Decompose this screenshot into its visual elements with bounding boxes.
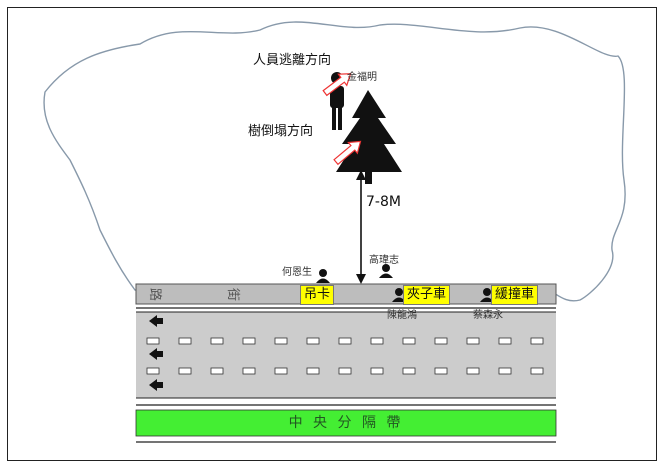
vehicle-buffer-label: 緩撞車	[491, 285, 539, 305]
lane-dash	[402, 337, 416, 345]
person-name-he: 何恩生	[282, 267, 312, 278]
person-icon-cai	[480, 288, 494, 302]
lane-dash	[466, 337, 480, 345]
person-icon-gao	[379, 264, 393, 278]
lane-dash	[146, 367, 160, 375]
road-surface	[136, 312, 556, 398]
vehicle-clamp-label: 夾子車	[403, 285, 451, 305]
lane-dash	[210, 367, 224, 375]
lane-arrow-2	[149, 348, 163, 360]
lane-arrow-1	[149, 315, 163, 327]
evacuation-arrow	[322, 73, 352, 97]
lane-dash	[402, 367, 416, 375]
lane-dash	[530, 337, 544, 345]
lane-dash	[306, 337, 320, 345]
person-name-chen: 陳龍鴻	[387, 310, 417, 321]
lane-dash	[498, 367, 512, 375]
lane-dash	[242, 337, 256, 345]
tree-fall-direction-label: 樹倒塌方向	[248, 124, 314, 139]
sidewalk-char-1: 路	[147, 287, 163, 302]
lane-dash	[178, 367, 192, 375]
sidewalk-char-2: 街	[225, 287, 241, 302]
lane-dash	[338, 367, 352, 375]
lane-dash	[274, 337, 288, 345]
lane-markings	[146, 337, 544, 375]
diagram-frame	[7, 7, 657, 461]
lane-arrow-3	[149, 379, 163, 391]
lane-dash	[306, 367, 320, 375]
lane-dash	[210, 337, 224, 345]
lane-dash	[242, 367, 256, 375]
sidewalk	[135, 283, 557, 305]
lane-dash	[434, 337, 448, 345]
person-name-cai: 蔡森永	[473, 310, 503, 321]
lane-dash	[530, 367, 544, 375]
distance-label: 7-8M	[366, 194, 401, 210]
lane-dash	[466, 367, 480, 375]
lane-dash	[370, 367, 384, 375]
vehicle-crane-label: 吊卡	[300, 285, 335, 305]
lane-dash	[146, 337, 160, 345]
site-boundary	[43, 21, 626, 302]
median-label: 中 央 分 隔 帶	[288, 415, 404, 431]
lane-dash	[370, 337, 384, 345]
lane-dash	[178, 337, 192, 345]
lane-dash	[274, 367, 288, 375]
tree-trunk	[365, 170, 372, 184]
tree-icon	[336, 90, 402, 172]
lane-dash	[434, 367, 448, 375]
person-icon-chen	[392, 288, 406, 302]
person-name-jin: 金福明	[347, 72, 377, 83]
lane-dash	[498, 337, 512, 345]
person-icon-he	[316, 269, 330, 283]
median-strip	[135, 409, 557, 437]
person-name-gao: 高瑋志	[369, 255, 399, 266]
evacuation-direction-label: 人員逃離方向	[253, 53, 332, 68]
distance-arrow	[356, 170, 366, 284]
tree-fall-arrow	[333, 140, 362, 166]
lane-dash	[338, 337, 352, 345]
